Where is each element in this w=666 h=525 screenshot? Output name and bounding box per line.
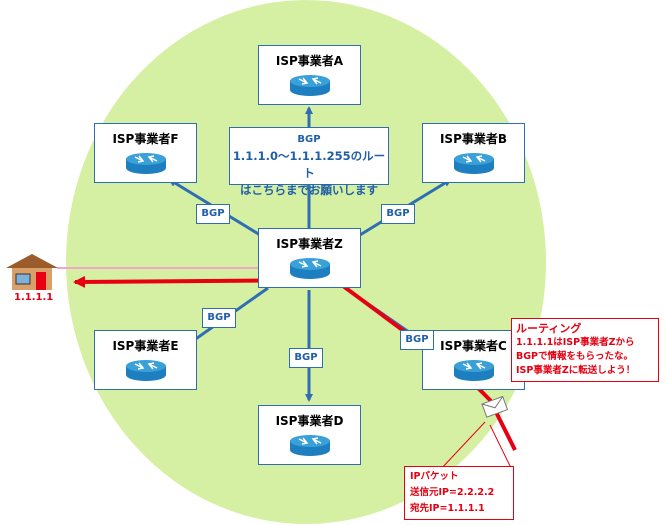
isp-name: ISP事業者Z: [276, 237, 343, 251]
routing-note-line3: ISP事業者Zに転送しよう！: [516, 365, 636, 376]
announcement-line1: 1.1.1.0～1.1.1.255のルート: [232, 149, 386, 180]
bgp-label-f: BGP: [196, 204, 230, 224]
isp-box-z: ISP事業者Z: [258, 228, 361, 288]
isp-box-f: ISP事業者F: [94, 123, 197, 183]
bgp-label-d: BGP: [289, 348, 323, 368]
isp-box-c: ISP事業者C: [422, 330, 525, 390]
bgp-announcement: BGP 1.1.1.0～1.1.1.255のルート はこちらまでお願いします: [229, 127, 389, 197]
bgp-label-e: BGP: [202, 308, 236, 328]
isp-name: ISP事業者A: [275, 54, 344, 68]
routing-note-line1: 1.1.1.1はISP事業者Zから: [516, 337, 635, 348]
isp-name: ISP事業者D: [275, 414, 344, 428]
isp-name: ISP事業者B: [439, 132, 508, 146]
packet-envelope-icon: [481, 395, 509, 418]
packet-note-title: IPパケット: [410, 471, 459, 482]
router-icon: [126, 360, 166, 381]
routing-note: ルーティング 1.1.1.1はISP事業者Zから BGPで情報をもらったな。 I…: [511, 318, 659, 382]
home-ip-label: 1.1.1.1: [14, 292, 54, 303]
announcement-title: BGP: [297, 134, 321, 145]
router-icon: [290, 435, 330, 456]
bgp-label-c: BGP: [400, 330, 434, 350]
packet-note-dst: 宛先IP=1.1.1.1: [410, 503, 485, 514]
announcement-line2: はこちらまでお願いします: [240, 183, 378, 197]
isp-box-e: ISP事業者E: [94, 330, 197, 390]
bgp-label-b: BGP: [381, 204, 415, 224]
routing-note-line2: BGPで情報をもらったな。: [516, 351, 634, 362]
isp-name: ISP事業者F: [112, 132, 179, 146]
isp-box-d: ISP事業者D: [258, 405, 361, 465]
isp-name: ISP事業者E: [112, 339, 179, 353]
isp-name: ISP事業者C: [440, 339, 507, 353]
packet-note-connector-2: [489, 424, 513, 471]
router-icon: [126, 153, 166, 174]
packet-note-connector: [439, 421, 486, 471]
router-icon: [290, 258, 330, 279]
router-icon: [454, 360, 494, 381]
house-icon: [6, 254, 58, 290]
routing-note-title: ルーティング: [516, 322, 582, 335]
packet-note: IPパケット 送信元IP=2.2.2.2 宛先IP=1.1.1.1: [404, 466, 514, 520]
router-icon: [290, 75, 330, 96]
isp-box-b: ISP事業者B: [422, 123, 525, 183]
router-icon: [454, 153, 494, 174]
packet-note-src: 送信元IP=2.2.2.2: [410, 487, 495, 498]
isp-box-a: ISP事業者A: [258, 45, 361, 105]
